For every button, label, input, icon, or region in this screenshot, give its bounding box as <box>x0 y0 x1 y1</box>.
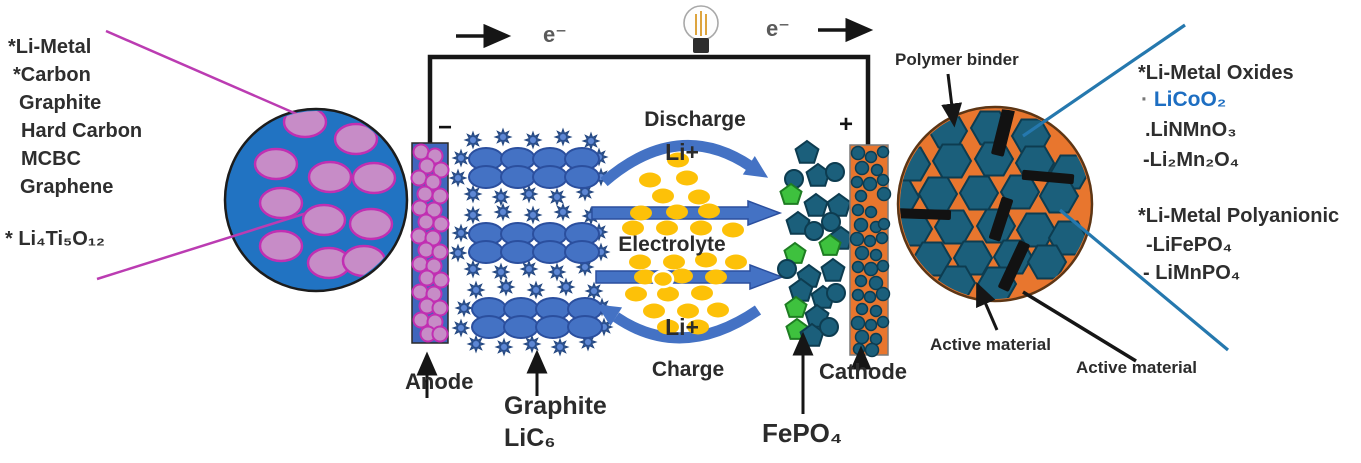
anode-label: Anode <box>405 369 474 394</box>
fepo4-label: FePO₄ <box>762 418 843 448</box>
cathode-bar <box>849 144 892 358</box>
electron-label-right: e⁻ <box>766 16 790 41</box>
licoo2-text: LiCoO₂ <box>1153 88 1227 111</box>
anode-callout-line-bottom <box>96 210 311 281</box>
charge-arc-arrow <box>612 305 762 344</box>
polymer-binder-bars <box>900 109 1075 292</box>
fepo4-particles <box>777 140 854 347</box>
anode-material-item: MCBC <box>21 148 81 170</box>
active-material-label-outer: Active material <box>1076 358 1197 377</box>
anode-material-item: Graphene <box>20 176 114 198</box>
lic6-label: LiC₆ <box>504 424 556 452</box>
cathode-material-limnpo4: - LiMnPO₄ <box>1143 262 1241 284</box>
polymer-binder-pointer-arrow <box>941 73 963 128</box>
plus-terminal: + <box>839 111 854 138</box>
cathode-material-linmno3: .LiNMnO₃ <box>1145 119 1237 141</box>
electron-label-left: e⁻ <box>543 22 567 47</box>
active-material-pointer-arrow <box>976 281 999 331</box>
active-material-label-inner: Active material <box>930 335 1051 354</box>
anode-material-particles <box>253 111 397 280</box>
cathode-material-polyanionic-header: *Li-Metal Polyanionic <box>1138 205 1340 227</box>
anode-material-item: *Li-Metal <box>8 36 92 58</box>
graphite-structure <box>450 129 612 355</box>
cathode-material-lifepo4: -LiFePO₄ <box>1146 234 1233 256</box>
discharge-arc-arrow <box>600 139 754 187</box>
charge-arrowhead <box>596 304 623 326</box>
discharge-arrowhead <box>742 156 769 178</box>
electrolyte-ions <box>622 152 747 335</box>
cathode-label: Cathode <box>819 359 907 384</box>
light-bulb-icon <box>683 5 719 53</box>
cathode-material-li2mn2o4: -Li₂Mn₂O₄ <box>1143 149 1240 171</box>
licoo2-bullet: · <box>1141 88 1148 111</box>
circuit-wire <box>427 54 871 148</box>
electrolyte-label: Electrolyte <box>618 233 726 256</box>
anode-bar <box>410 142 450 344</box>
cathode-callout-line-bottom <box>1058 208 1230 352</box>
cathode-callout-line-top <box>1022 23 1186 138</box>
minus-terminal: − <box>438 114 453 141</box>
graphite-label: Graphite <box>504 392 607 420</box>
active-material-callout-line <box>1022 290 1137 363</box>
li-ion-label-top: Li+ <box>665 139 699 165</box>
discharge-label: Discharge <box>644 108 746 131</box>
anode-material-item: *Carbon <box>13 64 91 86</box>
polymer-binder-label: Polymer binder <box>895 50 1019 69</box>
charge-label: Charge <box>651 358 725 381</box>
anode-callout-line-top <box>105 29 316 124</box>
anode-material-item: Graphite <box>19 92 102 114</box>
anode-material-item-lto: * Li₄Ti₅O₁₂ <box>5 228 105 250</box>
cathode-material-licoo2: · LiCoO₂ <box>1141 88 1226 112</box>
li-ion-label-bottom: Li+ <box>665 314 699 340</box>
cathode-material-oxides-header: *Li-Metal Oxides <box>1138 62 1294 84</box>
anode-material-item: Hard Carbon <box>21 120 143 142</box>
